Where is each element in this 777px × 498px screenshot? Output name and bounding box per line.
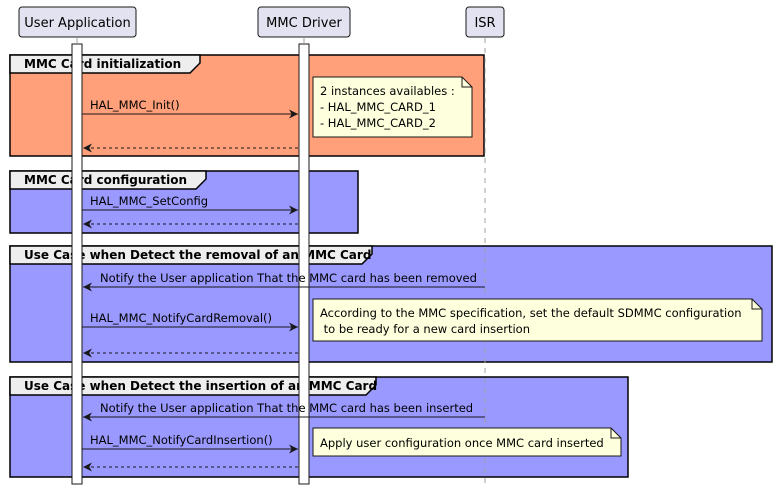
note-removal: According to the MMC specification, set … <box>312 298 763 342</box>
group-insertion: Use Case when Detect the insertion of an… <box>9 376 629 478</box>
group-init-title: MMC Card initialization <box>24 57 181 71</box>
note-box <box>312 76 473 138</box>
participant-label: User Application <box>24 16 130 31</box>
note-line: According to the MMC specification, set … <box>320 306 742 320</box>
note-box <box>312 427 622 457</box>
message-label: HAL_MMC_SetConfig <box>90 194 208 208</box>
group-config-tab <box>9 170 207 190</box>
message-label: HAL_MMC_NotifyCardRemoval() <box>90 311 272 325</box>
note-box <box>312 298 763 342</box>
note-line: to be ready for a new card insertion <box>320 322 530 336</box>
group-insertion-title: Use Case when Detect the insertion of an… <box>24 379 377 393</box>
group-config-title: MMC Card configuration <box>24 173 187 187</box>
group-removal-tab <box>9 245 373 265</box>
participant-label: MMC Driver <box>266 16 342 31</box>
participant-box <box>257 6 351 38</box>
activation-user-application <box>71 43 83 485</box>
note-line: - HAL_MMC_CARD_2 <box>320 116 436 130</box>
note-instances: 2 instances availables : - HAL_MMC_CARD_… <box>312 76 473 138</box>
participant-label: ISR <box>474 16 495 31</box>
participant-box <box>18 6 137 38</box>
group-init-tab <box>9 54 201 74</box>
note-corner <box>751 299 762 310</box>
participant-user-application: User Application <box>18 6 137 38</box>
group-removal-title: Use Case when Detect the removal of an M… <box>24 248 371 262</box>
participant-box <box>465 6 505 38</box>
note-corner <box>610 428 621 439</box>
participant-isr: ISR <box>465 6 505 38</box>
note-corner <box>461 77 472 88</box>
activation-mmc-driver <box>298 43 310 485</box>
note-line: Apply user configuration once MMC card i… <box>320 436 604 450</box>
note-line: - HAL_MMC_CARD_1 <box>320 100 436 114</box>
note-insertion: Apply user configuration once MMC card i… <box>312 427 622 457</box>
message-label: Notify the User application That the MMC… <box>100 401 473 415</box>
message-label: Notify the User application That the MMC… <box>100 271 477 285</box>
note-line: 2 instances availables : <box>320 84 455 98</box>
group-insertion-tab <box>9 376 377 396</box>
participant-mmc-driver: MMC Driver <box>257 6 351 38</box>
message-label: HAL_MMC_NotifyCardInsertion() <box>90 433 273 447</box>
message-label: HAL_MMC_Init() <box>90 98 180 112</box>
